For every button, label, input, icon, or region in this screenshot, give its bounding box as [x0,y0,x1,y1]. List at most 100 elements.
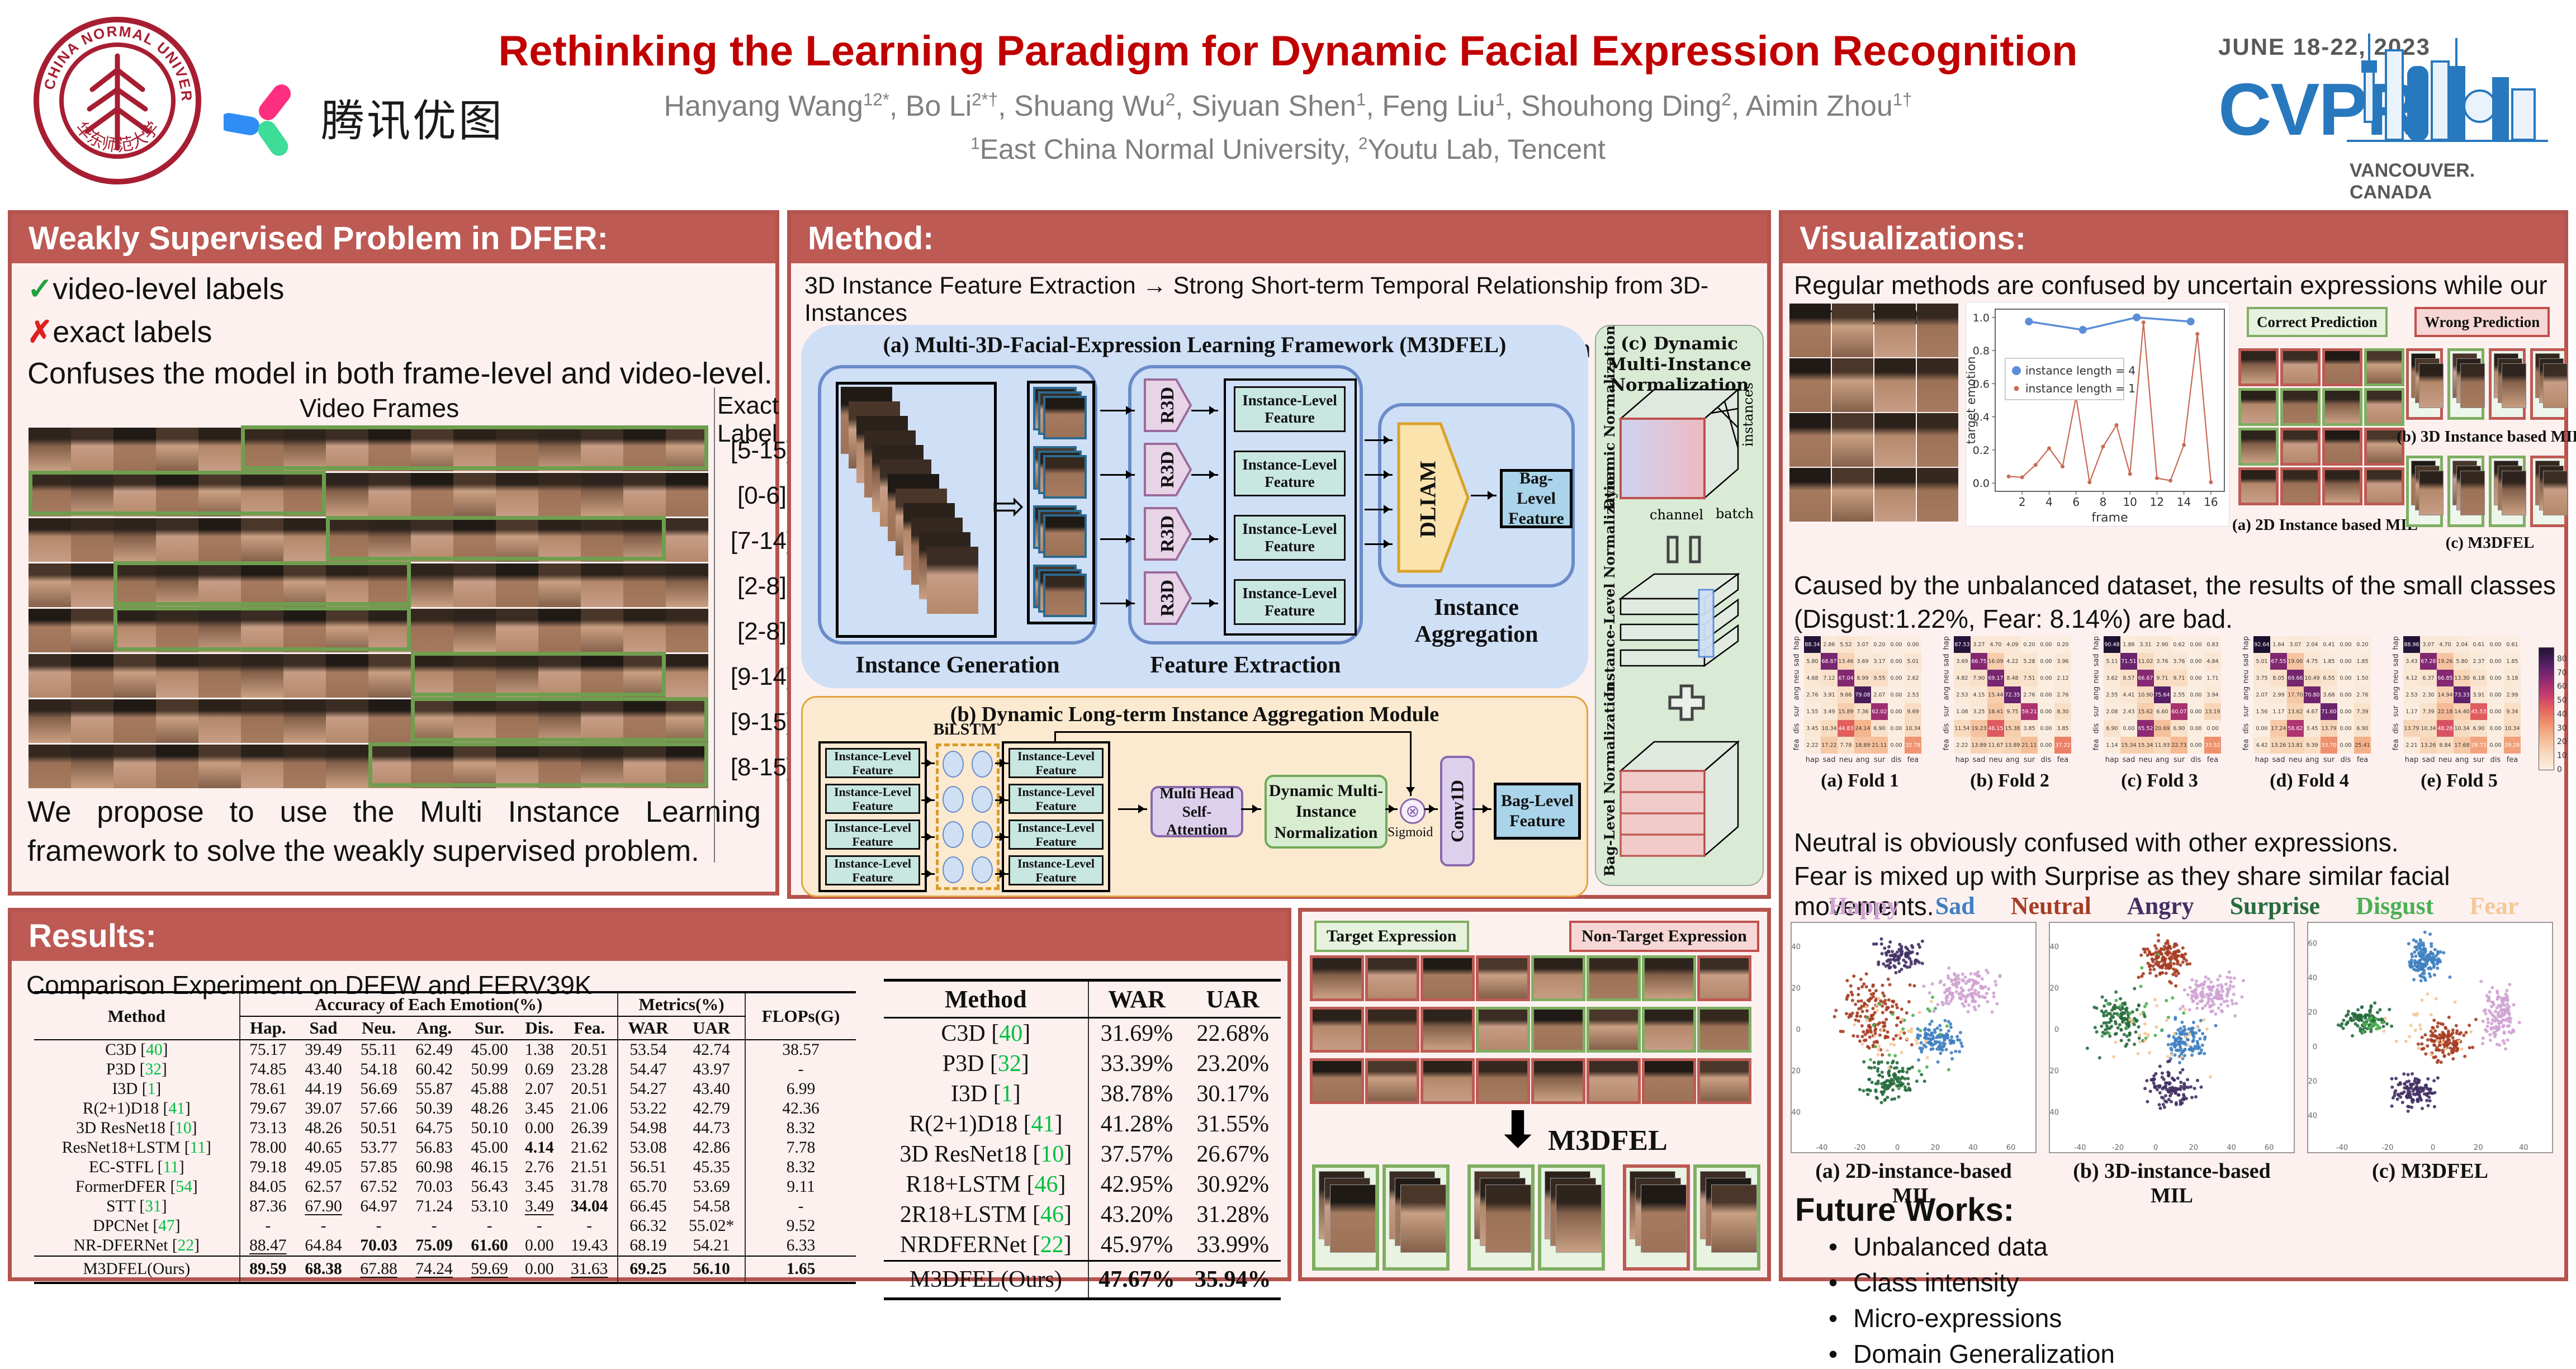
heatmap-cell: 0.61 [2504,636,2521,653]
instance-stack-thumb [1312,1164,1379,1271]
video-frame-thumb [29,745,71,788]
heatmap-cell: 15.44 [1987,686,2004,703]
svg-text:0.0: 0.0 [1973,477,1990,490]
tsne-legend-item: Sad [1935,892,1975,920]
heatmap-xlabel: sad [2122,756,2135,764]
heatmap-cell: 24.14 [1854,720,1871,737]
prediction-frame-thumb [2322,388,2362,426]
heatmap-cell: 0.00 [2038,636,2054,653]
heatmap-cell: 17.22 [1821,737,1838,754]
conv1d-box: Conv1D [1440,756,1475,866]
affil-text: Youtu Lab, Tencent [1367,134,1606,165]
video-frame-thumb [113,699,156,743]
heatmap-ylabel: sur [2092,705,2101,717]
instance-stack-thumb [1538,1164,1605,1271]
heatmap-cell: 2.43 [2120,703,2137,720]
video-frame-thumb [198,563,241,607]
heatmap-cell: 9.75 [2004,703,2021,720]
heatmap-cell: 0.00 [2038,686,2054,703]
tsne-caption: (a) 2D-instance-based MIL [1815,1159,2012,1207]
heatmap-cell: 17.24 [2270,720,2287,737]
mil-3d-stacks [2406,348,2568,420]
svg-text:instances: instances [1740,382,1756,447]
instance-level-feature-box: Instance-Level Feature [825,819,920,850]
heatmap-cell: 9.71 [2171,670,2187,686]
feedback-arrow [1406,731,1415,796]
author-sup: 2 [1165,89,1176,110]
heatmap-cell: 3.07 [2420,636,2437,653]
video-frame-thumb [113,518,156,562]
svg-text:0.2: 0.2 [1973,444,1990,457]
feedback-line [1054,731,1056,741]
video-frame-thumb [368,518,411,562]
prediction-frame-thumb [2364,348,2404,386]
heatmap-cell: 3.69 [1854,653,1871,670]
video-frame-thumb [241,654,283,698]
author: Bo Li [905,90,972,122]
author-sup: 1 [1495,89,1505,110]
video-frame-thumb [198,745,241,788]
video-frame-thumb [326,654,368,698]
author: Shouhong Ding [1521,90,1722,122]
ecnu-logo: EAST CHINA NORMAL UNIVERSITY 华东师范大学 [34,17,201,184]
bilstm-cell [972,785,993,813]
svg-text:-20: -20 [1792,1067,1801,1076]
target-frame-thumb [1310,955,1364,1001]
table-row: C3D [40]31.69%22.68% [884,1017,1281,1049]
heatmap-cell: 0.00 [2187,636,2204,653]
heatmap-cell: 2.76 [2021,686,2038,703]
instance-stack-thumb [1693,1164,1760,1271]
video-frame-thumb [623,518,666,562]
svg-text:0.6: 0.6 [1973,378,1990,390]
heatmap-cell: 48.28 [2437,720,2454,737]
video-frame-thumb [496,609,538,652]
svg-text:60: 60 [2308,940,2317,948]
video-frame-thumb [368,563,411,607]
heatmap-cell: 0.00 [2187,720,2204,737]
heatmap-cell: 6.90 [2354,720,2371,737]
heatmap-cell: 0.00 [2120,720,2137,737]
future-works-item: Class intensity [1829,1267,2019,1297]
uncertain-expression-frames [1789,304,1958,522]
heatmap-xlabel: neu [2438,756,2452,764]
heatmap-cell: 0.20 [2354,636,2371,653]
heatmap-cell: 8.84 [2437,737,2454,754]
heatmap-ylabel: ang [1792,686,1801,700]
heatmap-cell: 6.90 [2104,720,2120,737]
svg-text:20: 20 [1792,984,1801,993]
video-frame-thumb [156,609,198,652]
author-sup: 2*† [972,89,998,110]
target-frame-thumb [1531,1007,1585,1053]
heatmap-cell: 1.85 [2504,653,2521,670]
svg-text:20: 20 [1931,1144,1940,1152]
mil-2d-caption: (a) 2D Instance based MIL [2232,516,2418,534]
video-frame-thumb [198,518,241,562]
heatmap-cell: 6.55 [2321,670,2337,686]
feature-to-bilstm-arrow [921,869,935,878]
heatmap-xlabel: neu [2138,756,2153,764]
colorbar-tick: 30 [2557,723,2567,733]
target-frame-thumb [1365,1007,1419,1053]
heatmap-ylabel: sur [1792,705,1801,717]
heatmap-cell: 69.17 [1987,670,2004,686]
heatmap-cell: 6.18 [2470,670,2487,686]
method-line-1: 3D Instance Feature Extraction → Strong … [804,272,1709,326]
heatmap-ylabel: ang [2242,686,2251,700]
heatmap-cell: 0.00 [2187,703,2204,720]
heatmap-cell: 16.09 [1987,653,2004,670]
video-frame-thumb [71,699,113,743]
heatmap-ylabel: hap [1792,636,1801,650]
exact-label-span-box [411,652,666,697]
target-frame-thumb [1365,1058,1419,1104]
svg-text:0: 0 [1895,1144,1900,1152]
prediction-frame-thumb [2364,467,2404,505]
author-sup: 2 [1721,89,1731,110]
video-frame-thumb [241,609,283,652]
video-frame-thumb [326,745,368,788]
